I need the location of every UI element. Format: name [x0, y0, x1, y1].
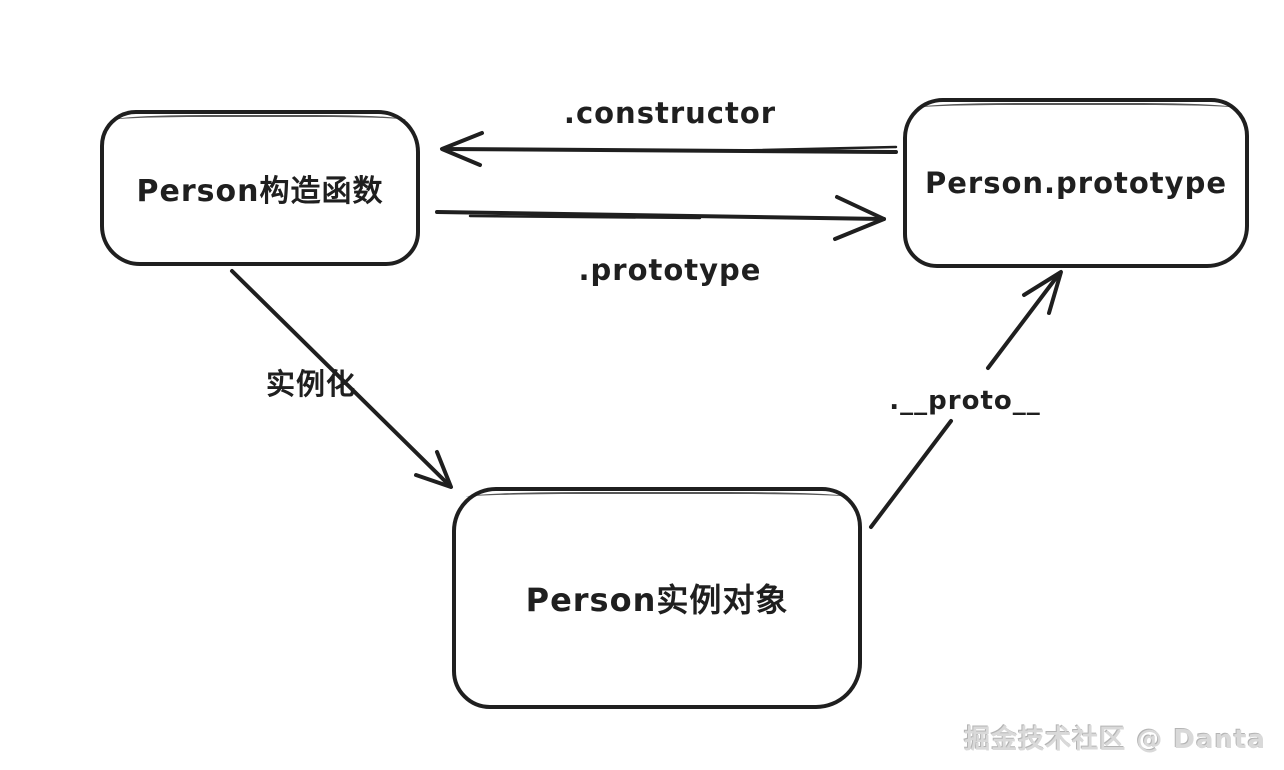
- node-person-constructor: Person构造函数: [100, 110, 420, 266]
- node-person-instance-label: Person实例对象: [525, 581, 789, 619]
- edge-label-prototype: .prototype: [578, 253, 762, 287]
- arrow-prototype-edge: [435, 195, 886, 241]
- edge-label-proto: .__proto__: [889, 386, 1041, 416]
- arrow-constructor-edge: [440, 131, 898, 167]
- node-person-instance: Person实例对象: [452, 487, 862, 709]
- edge-label-constructor: .constructor: [563, 96, 777, 130]
- node-person-prototype-label: Person.prototype: [924, 166, 1228, 200]
- edge-label-instantiate: 实例化: [266, 367, 357, 401]
- node-person-prototype: Person.prototype: [903, 98, 1249, 268]
- watermark: 掘金技术社区 @ Danta: [964, 725, 1266, 755]
- node-person-constructor-label: Person构造函数: [136, 174, 384, 209]
